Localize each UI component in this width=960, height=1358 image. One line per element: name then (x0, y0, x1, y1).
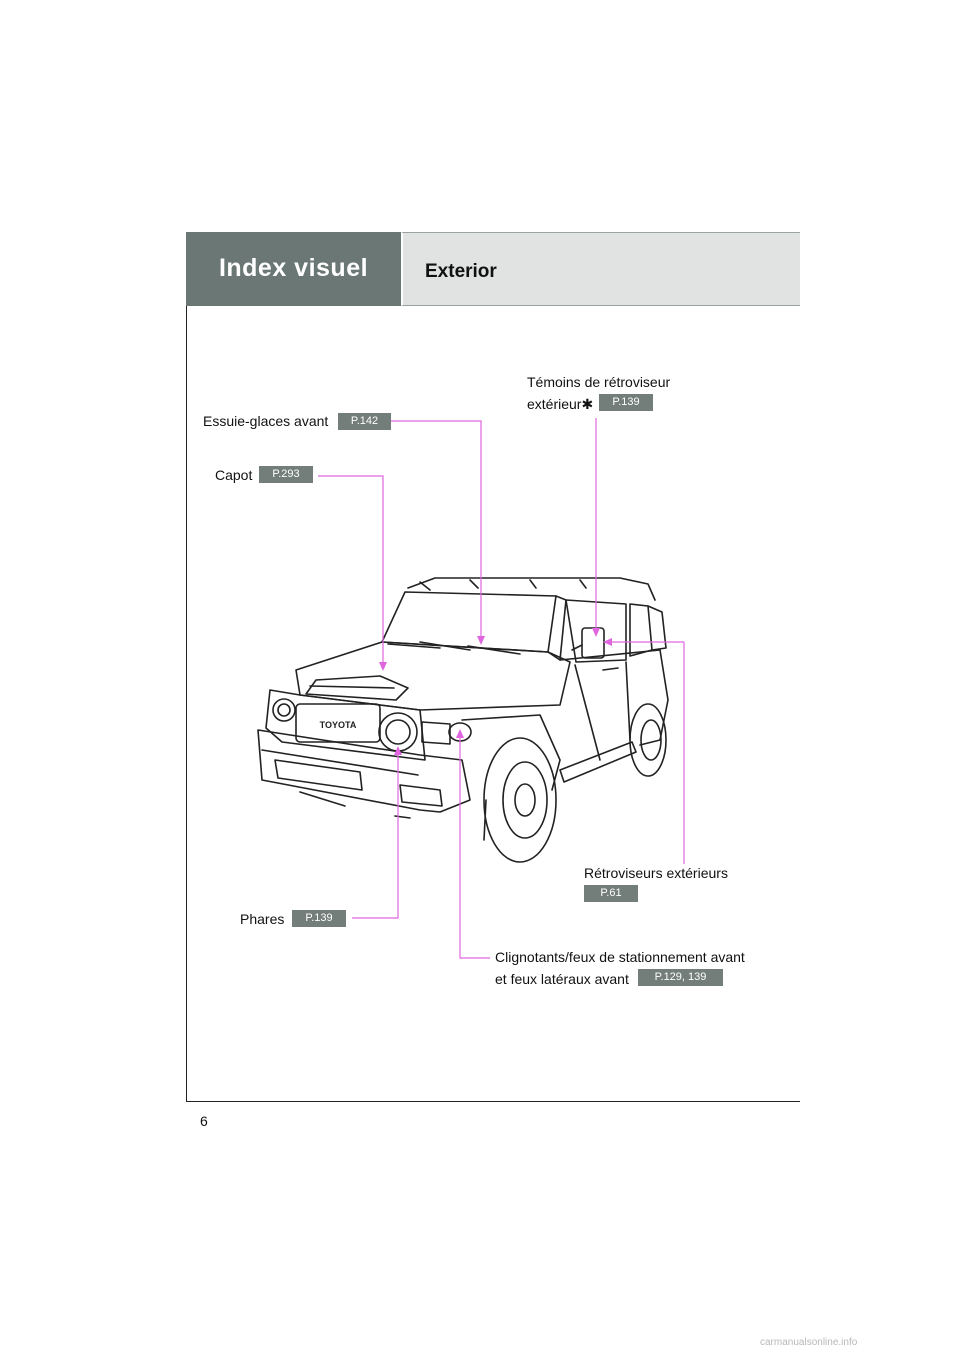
page-ref-essuie[interactable]: P.142 (338, 413, 391, 430)
section-tab: Index visuel (186, 232, 401, 306)
asterisk-icon: ✱ (581, 396, 594, 412)
callout-essuie-label: Essuie-glaces avant (203, 413, 329, 429)
callout-temoins-line2: extérieur✱ (527, 395, 593, 413)
page-ref-clignotants[interactable]: P.129, 139 (638, 969, 723, 986)
section-header: Index visuel Exterior (186, 232, 800, 306)
page-frame-bottom (186, 1101, 800, 1102)
page-number: 6 (200, 1113, 208, 1129)
callout-arrowheads (379, 628, 612, 755)
callout-phares-label: Phares (240, 911, 285, 927)
callout-line-clignotants (459, 734, 490, 959)
page-title: Exterior (401, 232, 800, 306)
callout-clignotants-line1: Clignotants/feux de stationnement avant (495, 949, 745, 965)
watermark: carmanualsonline.info (760, 1337, 858, 1348)
page-frame-left (186, 232, 187, 1102)
page-ref-retro[interactable]: P.61 (584, 885, 638, 902)
callout-line-capot (318, 475, 384, 666)
page-ref-capot[interactable]: P.293 (259, 466, 313, 483)
callout-line-essuie (388, 420, 482, 640)
callout-temoins-line1: Témoins de rétroviseur (527, 374, 671, 390)
callout-temoins-text: extérieur (527, 396, 582, 412)
vehicle-drawing: TOYOTA (257, 577, 669, 863)
page-ref-phares[interactable]: P.139 (292, 910, 346, 927)
callout-clignotants-line2: et feux latéraux avant (495, 971, 629, 987)
callout-line-phares (352, 751, 399, 919)
callout-retro-label: Rétroviseurs extérieurs (584, 865, 728, 881)
callout-lines (318, 418, 685, 959)
page-ref-temoins[interactable]: P.139 (599, 394, 653, 411)
grille-logo-text: TOYOTA (320, 720, 357, 730)
callout-capot-label: Capot (215, 467, 253, 483)
